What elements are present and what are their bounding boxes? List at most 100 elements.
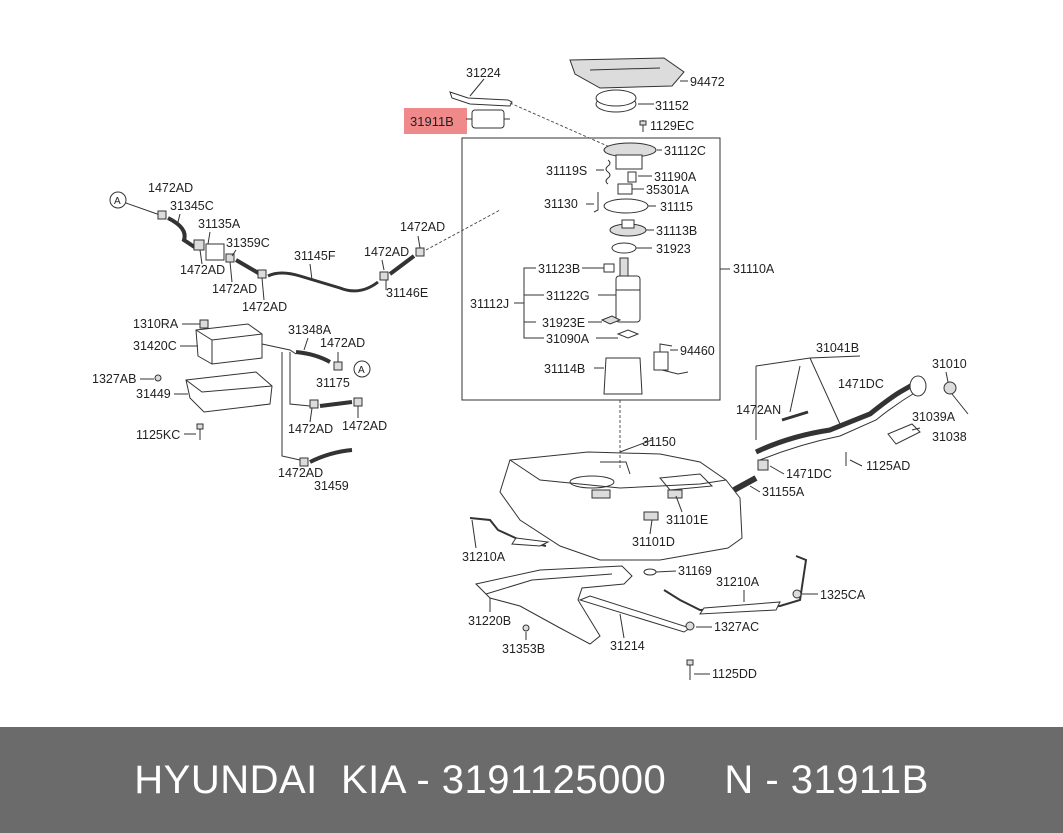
clamp xyxy=(333,361,343,371)
bolt-head xyxy=(639,120,647,126)
filler-neck xyxy=(909,375,927,397)
cover-rib xyxy=(589,67,661,71)
clip-31353B xyxy=(522,624,530,632)
leader-line xyxy=(619,613,625,639)
label-1325CA: 1325CA xyxy=(820,588,866,602)
label-31210A: 31210A xyxy=(462,550,506,564)
label-31010: 31010 xyxy=(932,357,967,371)
fuel-pump-31122G xyxy=(615,275,641,323)
part-31090A xyxy=(616,329,640,339)
label-31449: 31449 xyxy=(136,387,171,401)
leader-line xyxy=(231,249,237,257)
leader-line xyxy=(177,213,181,223)
label-1472AD: 1472AD xyxy=(342,419,387,433)
label-31112J: 31112J xyxy=(470,297,509,311)
leader-line xyxy=(309,407,313,423)
leader-line xyxy=(469,78,485,97)
label-1327AB: 1327AB xyxy=(92,372,136,386)
label-31039A: 31039A xyxy=(912,410,956,424)
leader-line xyxy=(755,355,861,367)
label-94472: 94472 xyxy=(690,75,725,89)
oring-31923 xyxy=(611,242,637,254)
label-31038: 31038 xyxy=(932,430,967,444)
label-circle-a: A xyxy=(114,196,121,207)
canister-line xyxy=(289,352,311,407)
footer-banner: HYUNDAI KIA - 3191125000 N - 31911B xyxy=(0,727,1063,833)
clamp-1471DC xyxy=(757,459,769,471)
hose-31345C xyxy=(167,216,198,250)
label-31911B: 31911B xyxy=(410,114,454,129)
label-31114B: 31114B xyxy=(544,362,585,376)
filler-cap-31010 xyxy=(943,381,957,395)
part-31113B-neck xyxy=(621,219,635,229)
label-1310RA: 1310RA xyxy=(133,317,179,331)
leader-line xyxy=(471,519,477,549)
leader-line xyxy=(649,519,653,535)
tank-pad-31101E xyxy=(667,489,683,499)
leader-line xyxy=(199,249,203,265)
tank-pump-opening xyxy=(569,475,615,489)
leader-line xyxy=(849,459,863,467)
label-circle-a: A xyxy=(358,365,365,376)
canister-31420C xyxy=(195,323,263,365)
label-1125DD: 1125DD xyxy=(712,667,757,681)
label-31119S: 31119S xyxy=(546,164,587,178)
label-31110A: 31110A xyxy=(733,262,775,276)
highlight-31911B xyxy=(404,108,467,134)
label-1471DC: 1471DC xyxy=(786,467,832,481)
label-1327AC: 1327AC xyxy=(714,620,759,634)
label-1472AD: 1472AD xyxy=(180,263,225,277)
label-1472AD: 1472AD xyxy=(288,422,333,436)
label-1472AD: 1472AD xyxy=(278,466,323,480)
clamp xyxy=(157,210,167,220)
label-31155A: 31155A xyxy=(762,485,805,499)
gasket-31038 xyxy=(887,423,921,445)
hose-31146E xyxy=(388,254,416,276)
leader-line xyxy=(789,365,801,413)
dash-connector xyxy=(509,102,613,149)
label-31190A: 31190A xyxy=(654,170,697,184)
label-94460: 94460 xyxy=(680,344,715,358)
label-1472AD: 1472AD xyxy=(364,245,409,259)
bolt-head xyxy=(686,659,694,666)
bolt-1325CA xyxy=(792,589,802,599)
wire-31130 xyxy=(593,192,599,213)
circle-a-left xyxy=(109,191,127,209)
strap-plate xyxy=(699,601,781,615)
label-31041B: 31041B xyxy=(816,341,859,355)
bracket-1472AN xyxy=(781,410,809,422)
clamp xyxy=(415,247,425,257)
lock-ring-31152-top xyxy=(595,89,637,107)
leader-line xyxy=(417,235,421,249)
part-31190A xyxy=(627,171,637,183)
label-31210A: 31210A xyxy=(716,575,760,589)
flange-body xyxy=(615,154,643,170)
leader-line xyxy=(945,371,949,383)
clamp xyxy=(299,457,309,467)
bracket-31449 xyxy=(185,371,273,413)
label-31420C: 31420C xyxy=(133,339,177,353)
sender-arm xyxy=(659,343,673,352)
clamp xyxy=(309,399,319,409)
spring-31119S xyxy=(605,159,611,185)
label-1125KC: 1125KC xyxy=(136,428,180,442)
hose-31348A xyxy=(295,350,331,364)
label-31146E: 31146E xyxy=(386,286,428,300)
dash-connector xyxy=(425,209,501,251)
label-1472AD: 1472AD xyxy=(400,220,445,234)
fuel-tank-31150 xyxy=(499,451,743,561)
label-31348A: 31348A xyxy=(288,323,332,337)
leader-line xyxy=(229,261,233,283)
cover-94472 xyxy=(569,57,685,89)
label-31135A: 31135A xyxy=(198,217,241,231)
label-35301A: 35301A xyxy=(646,183,690,197)
strap-plate xyxy=(511,537,550,547)
label-1472AD: 1472AD xyxy=(242,300,287,314)
canister-line xyxy=(281,352,301,461)
hose-31459 xyxy=(309,448,353,464)
label-1472AN: 1472AN xyxy=(736,403,781,417)
label-31123B: 31123B xyxy=(538,262,580,276)
leader-line xyxy=(261,277,265,301)
label-31112C: 31112C xyxy=(664,144,706,158)
label-31220B: 31220B xyxy=(468,614,511,628)
